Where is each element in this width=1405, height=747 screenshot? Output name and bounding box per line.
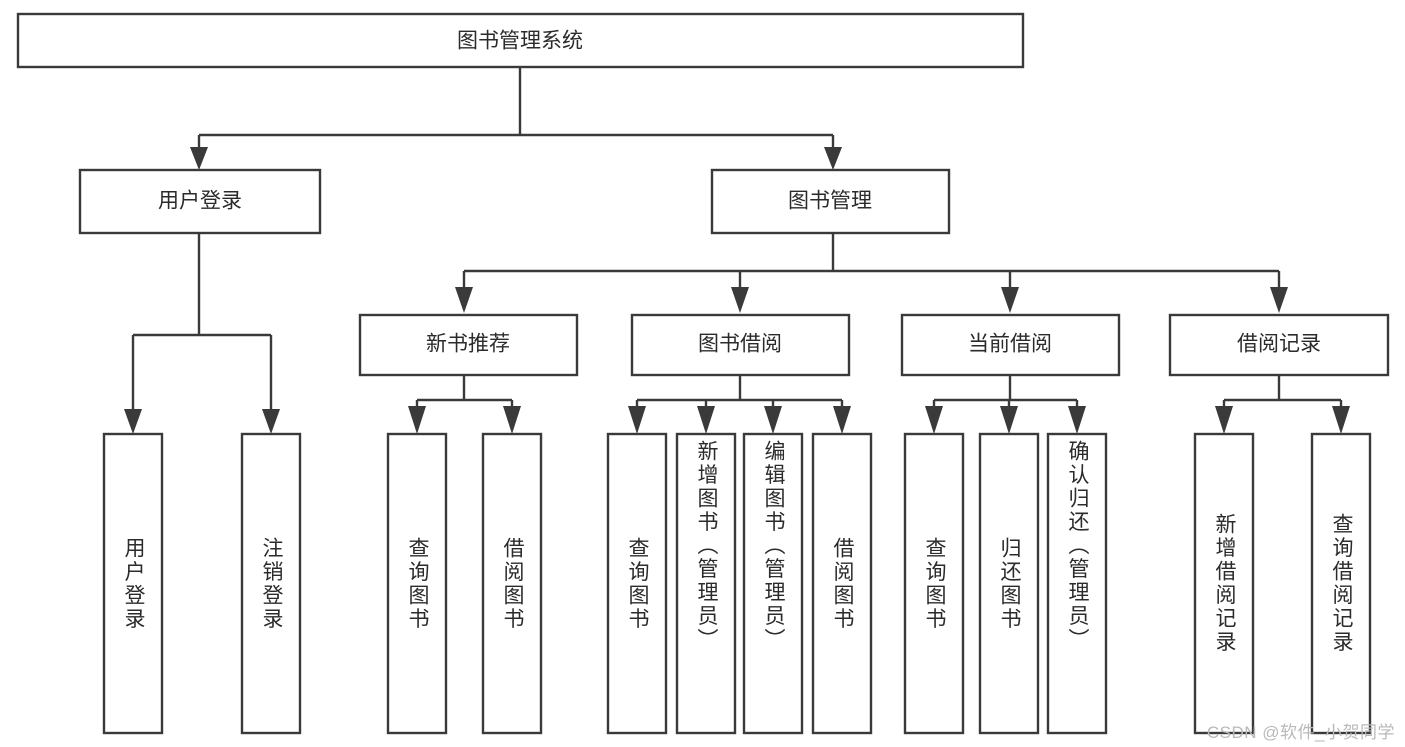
- node-current-borrow-box[interactable]: [900, 313, 1121, 377]
- leaf-box-user-login-2[interactable]: [240, 432, 302, 735]
- arrow-head-new-book: [455, 287, 473, 313]
- arrow-head-newbook-leaf-2: [503, 406, 521, 434]
- arrow-head-bookborrow-leaf-4: [833, 406, 851, 434]
- csdn-watermark: CSDN @软件_小贺同学: [1206, 723, 1395, 742]
- arrow-head-bookborrow-leaf-1: [628, 406, 646, 434]
- node-new-book-recommend[interactable]: 新书推荐: [358, 313, 579, 377]
- arrow-head-currentborrow-leaf-1: [925, 406, 943, 434]
- leaf-box-currentborrow-3[interactable]: [1046, 432, 1108, 735]
- leaf-box-newbook-1[interactable]: [386, 432, 448, 735]
- arrow-head-bookborrow-leaf-3: [764, 406, 782, 434]
- node-book-borrow[interactable]: 图书借阅: [630, 313, 851, 377]
- arrow-head-currentborrow-leaf-2: [1000, 406, 1018, 434]
- node-user-login-label: 用户登录: [158, 190, 242, 213]
- node-current-borrow[interactable]: 当前借阅: [900, 313, 1121, 377]
- node-new-book-recommend-label: 新书推荐: [426, 333, 510, 356]
- node-book-manage-label: 图书管理: [788, 190, 872, 213]
- leaf-box-currentborrow-2[interactable]: [978, 432, 1040, 735]
- leaf-box-bookborrow-3[interactable]: [742, 432, 804, 735]
- arrow-head-book-borrow: [731, 287, 749, 313]
- arrow-head-bookborrow-leaf-2: [697, 406, 715, 434]
- leaf-box-bookborrow-1[interactable]: [606, 432, 668, 735]
- node-root-system-box[interactable]: [16, 12, 1025, 69]
- node-book-borrow-label: 图书借阅: [698, 333, 782, 356]
- leaf-box-borrowrecord-1[interactable]: [1193, 432, 1255, 735]
- node-borrow-record[interactable]: 借阅记录: [1168, 313, 1390, 377]
- node-new-book-recommend-box[interactable]: [358, 313, 579, 377]
- node-book-manage-box[interactable]: [710, 168, 951, 235]
- arrow-head-leaf-logout: [262, 409, 280, 434]
- node-borrow-record-label: 借阅记录: [1237, 333, 1321, 356]
- arrow-head-currentborrow-leaf-3: [1068, 406, 1086, 434]
- arrow-head-book-manage: [824, 147, 842, 170]
- node-root-system[interactable]: 图书管理系统: [16, 12, 1025, 69]
- leaf-box-newbook-2[interactable]: [481, 432, 543, 735]
- arrow-head-borrowrecord-leaf-1: [1215, 406, 1233, 434]
- node-root-system-label: 图书管理系统: [457, 30, 583, 53]
- leaf-box-currentborrow-1[interactable]: [903, 432, 965, 735]
- arrow-head-borrowrecord-leaf-2: [1332, 406, 1350, 434]
- leaf-box-bookborrow-2[interactable]: [675, 432, 737, 735]
- node-borrow-record-box[interactable]: [1168, 313, 1390, 377]
- arrow-head-borrow-record: [1270, 287, 1288, 313]
- arrow-head-user-login: [190, 147, 208, 170]
- node-current-borrow-label: 当前借阅: [968, 333, 1052, 356]
- leaf-box-bookborrow-4[interactable]: [811, 432, 873, 735]
- node-book-manage[interactable]: 图书管理: [710, 168, 951, 235]
- node-user-login-box[interactable]: [78, 168, 322, 235]
- arrow-head-newbook-leaf-1: [408, 406, 426, 434]
- leaf-box-borrowrecord-2[interactable]: [1310, 432, 1372, 735]
- leaf-box-user-login-1[interactable]: [102, 432, 164, 735]
- arrow-head-current-borrow: [1001, 287, 1019, 313]
- arrow-head-leaf-user-login: [124, 409, 142, 434]
- connector-group: [124, 66, 1350, 434]
- node-user-login[interactable]: 用户登录: [78, 168, 322, 235]
- node-book-borrow-box[interactable]: [630, 313, 851, 377]
